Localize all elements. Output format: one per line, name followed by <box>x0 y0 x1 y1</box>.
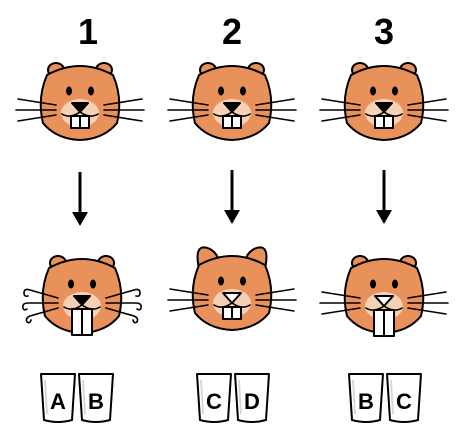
beaver-face-big-ears-white-nose <box>167 246 297 331</box>
cup-label-d: D <box>244 389 260 414</box>
cup-label-b-2: B <box>358 389 374 414</box>
cup-label-c: C <box>206 389 222 414</box>
cup-label-b: B <box>88 389 104 414</box>
beaver-face-plain-1 <box>15 62 145 141</box>
beaver-face-curly-whiskers-long-teeth <box>21 255 143 336</box>
beaver-face-white-nose-long-teeth <box>319 255 449 337</box>
cup-pair-3: B C <box>348 373 422 423</box>
cup-label-a: A <box>50 389 66 414</box>
cup-label-c-2: C <box>396 389 412 414</box>
cup-pair-1: A B <box>40 373 114 423</box>
step-number-1: 1 <box>78 11 98 52</box>
cup-pair-2: C D <box>196 373 270 423</box>
beaver-face-plain-2 <box>167 62 297 141</box>
column-1: 1 A B <box>15 11 145 423</box>
column-3: 3 B C <box>319 11 449 423</box>
step-number-3: 3 <box>374 11 394 52</box>
beaver-face-plain-3 <box>319 62 449 141</box>
column-2: 2 C D <box>167 11 297 423</box>
down-arrow-1 <box>72 172 88 226</box>
down-arrow-3 <box>376 170 392 224</box>
step-number-2: 2 <box>222 11 242 52</box>
down-arrow-2 <box>224 170 240 224</box>
